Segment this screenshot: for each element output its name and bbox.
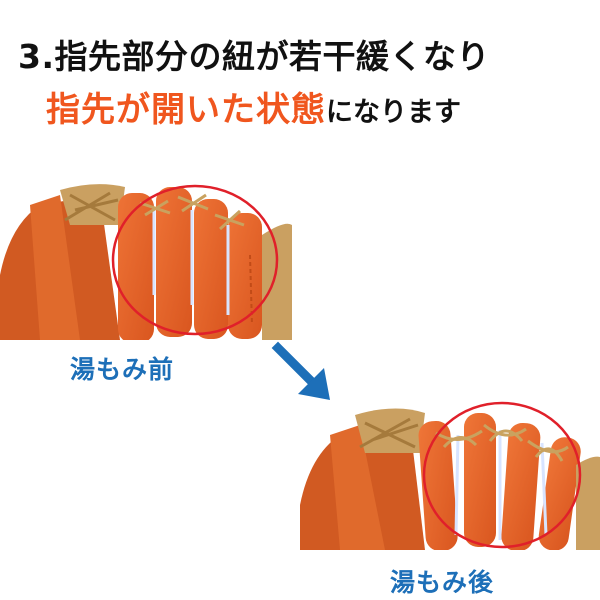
highlight-circle-after bbox=[422, 401, 582, 549]
highlight-circle-before bbox=[111, 184, 279, 336]
step-subheading: 指先が開いた状態になります bbox=[46, 82, 461, 131]
subheading-highlight: 指先が開いた状態 bbox=[46, 90, 326, 130]
caption-before: 湯もみ前 bbox=[70, 355, 175, 384]
subheading-rest: になります bbox=[326, 97, 461, 128]
glove-photo-before bbox=[0, 184, 292, 340]
caption-after: 湯もみ後 bbox=[390, 568, 495, 597]
glove-photo-after bbox=[300, 401, 600, 550]
step-heading: 3.指先部分の紐が若干緩くなり bbox=[18, 37, 490, 76]
arrow-down-right-icon bbox=[271, 341, 330, 400]
